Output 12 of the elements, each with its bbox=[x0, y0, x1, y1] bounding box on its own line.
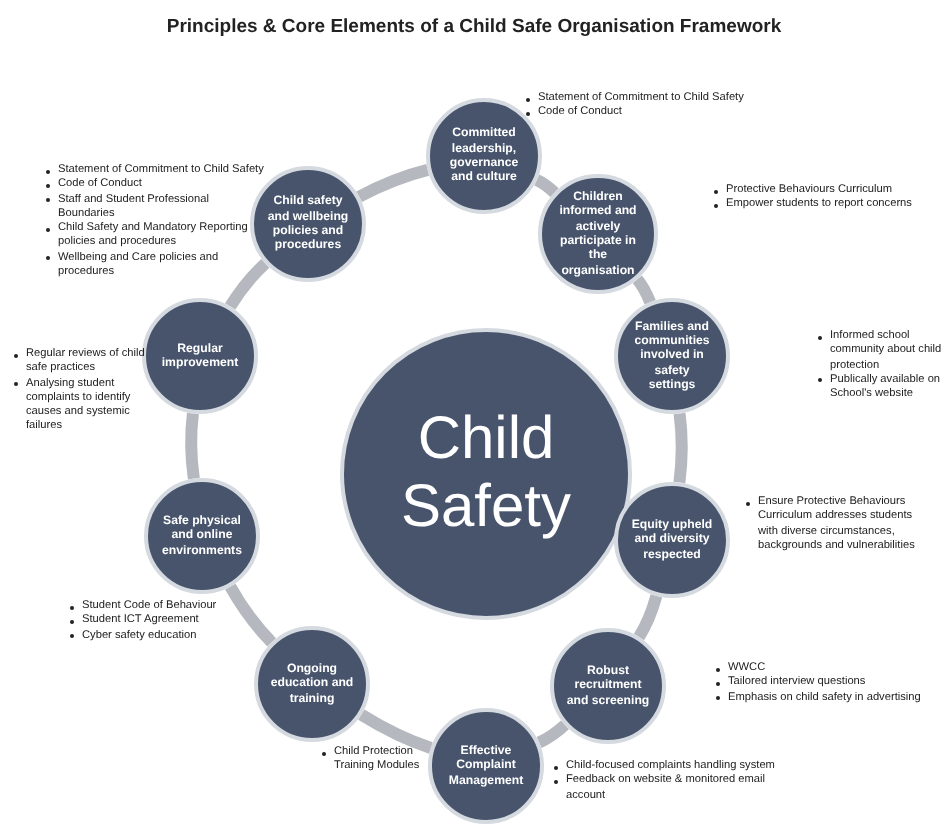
ring-connector bbox=[225, 583, 276, 647]
ring-connector bbox=[536, 720, 569, 749]
ring-connector bbox=[185, 412, 200, 480]
ring-connector bbox=[534, 174, 559, 198]
ring-connector bbox=[633, 594, 663, 641]
ring-connector bbox=[632, 275, 656, 305]
central-circle: Child Safety bbox=[340, 328, 632, 620]
ring-connector bbox=[225, 258, 270, 310]
ring-connector bbox=[356, 164, 430, 203]
title: Principles & Core Elements of a Child Safe Organisation Framework bbox=[164, 16, 784, 38]
ring-connector bbox=[358, 709, 433, 754]
ring-connector bbox=[673, 412, 688, 484]
